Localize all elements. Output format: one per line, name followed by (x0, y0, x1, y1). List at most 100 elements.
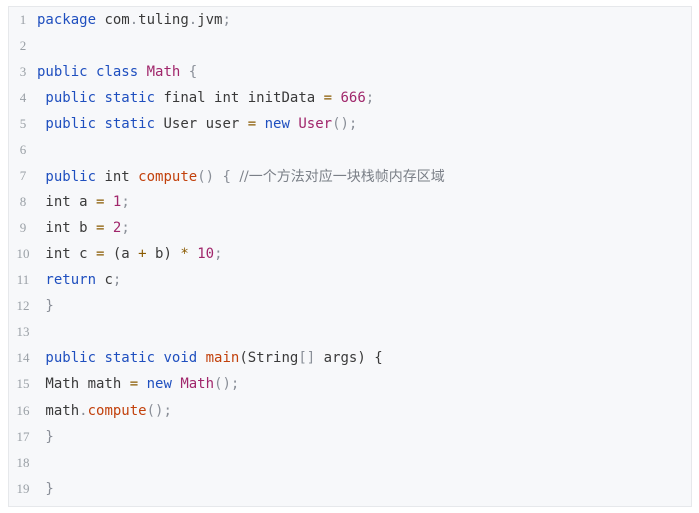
code-token: package (37, 12, 97, 28)
code-token: ; (112, 272, 122, 288)
code-line: 12 } (9, 293, 691, 319)
code-line: 15 Math math = new Math(); (9, 371, 691, 397)
code-token: Math (146, 64, 181, 80)
code-token: //一个方法对应一块栈帧内存区域 (239, 169, 445, 185)
code-line: 9 int b = 2; (9, 215, 691, 241)
code-line: 2 (9, 33, 691, 59)
code-token: int a (37, 194, 97, 210)
code-token: () { (197, 169, 240, 185)
code-token: public (37, 64, 88, 80)
code-token (88, 64, 96, 80)
code-token: static (104, 116, 156, 132)
code-token: } (37, 429, 54, 445)
code-text: return c; (37, 272, 691, 288)
code-token: Math math (37, 376, 130, 392)
line-number: 6 (19, 142, 27, 157)
code-token (256, 116, 264, 132)
code-token: 2 (112, 220, 122, 236)
code-text: math.compute(); (37, 403, 691, 419)
code-token: (a (104, 246, 139, 262)
code-text: } (37, 429, 691, 445)
code-token: public (37, 350, 97, 366)
code-token: b) (146, 246, 181, 262)
code-token: args) { (315, 350, 383, 366)
code-token: [] (298, 350, 316, 366)
code-text: public static User user = new User(); (37, 116, 691, 132)
line-number: 18 (16, 455, 30, 470)
code-token: math (37, 403, 80, 419)
code-token: jvm (197, 12, 223, 28)
code-token: 666 (340, 90, 366, 106)
code-line: 8 int a = 1; (9, 189, 691, 215)
code-token: ; (222, 12, 231, 28)
code-token: Math (180, 376, 215, 392)
code-token: com (96, 12, 130, 28)
code-token: new (264, 116, 290, 132)
code-line: 5 public static User user = new User(); (9, 111, 691, 137)
code-token: 1 (112, 194, 122, 210)
line-number: 4 (19, 90, 27, 105)
code-text: public class Math { (37, 64, 691, 80)
code-token: = (96, 220, 105, 236)
code-token: . (79, 403, 88, 419)
line-number: 5 (19, 116, 27, 131)
code-token (138, 376, 146, 392)
code-token: static (104, 90, 156, 106)
code-token: public (37, 90, 97, 106)
code-text: int a = 1; (37, 194, 691, 210)
code-token (189, 246, 197, 262)
code-token: . (129, 12, 139, 28)
code-token: public (37, 169, 97, 185)
line-number: 13 (16, 324, 30, 339)
code-token: tuling (138, 12, 189, 28)
line-number: 19 (16, 481, 30, 496)
code-token: User user (155, 116, 248, 132)
code-line: 7 public int compute() { //一个方法对应一块栈帧内存区… (9, 163, 691, 189)
code-token: } (37, 298, 54, 314)
code-text: } (37, 481, 691, 497)
code-token: ; (121, 194, 130, 210)
line-number: 1 (19, 12, 27, 27)
code-line: 10 int c = (a + b) * 10; (9, 241, 691, 267)
code-text: public static final int initData = 666; (37, 90, 691, 106)
line-number: 2 (19, 38, 27, 53)
code-token: ; (121, 220, 130, 236)
code-token: (String (239, 350, 299, 366)
code-token: int b (37, 220, 97, 236)
line-number: 15 (16, 376, 30, 391)
code-text: package com.tuling.jvm; (37, 12, 691, 28)
code-token (138, 64, 146, 80)
line-number: 3 (19, 64, 27, 79)
code-token: static (104, 350, 156, 366)
code-token: main (205, 350, 240, 366)
code-token: int (96, 169, 139, 185)
code-text: int c = (a + b) * 10; (37, 246, 691, 262)
line-number: 17 (16, 429, 30, 444)
line-number: 9 (19, 220, 27, 235)
code-line: 13 (9, 319, 691, 345)
code-token: = (96, 246, 105, 262)
code-token: * (180, 246, 189, 262)
code-token: { (180, 64, 198, 80)
code-token: ; (365, 90, 375, 106)
code-token: User (298, 116, 333, 132)
code-token: final int initData (155, 90, 324, 106)
code-token: (); (214, 376, 240, 392)
code-token: ; (214, 246, 223, 262)
code-token (104, 194, 112, 210)
code-token: void (163, 350, 198, 366)
code-token: public (37, 116, 97, 132)
code-line: 6 (9, 137, 691, 163)
code-line: 11 return c; (9, 267, 691, 293)
code-text: } (37, 298, 691, 314)
line-number: 10 (16, 246, 30, 261)
code-line: 14 public static void main(String[] args… (9, 345, 691, 371)
code-token: 10 (197, 246, 215, 262)
line-number: 8 (19, 194, 27, 209)
code-token: = (247, 116, 257, 132)
code-text: int b = 2; (37, 220, 691, 236)
line-number: 11 (16, 272, 30, 287)
code-line: 18 (9, 450, 691, 476)
